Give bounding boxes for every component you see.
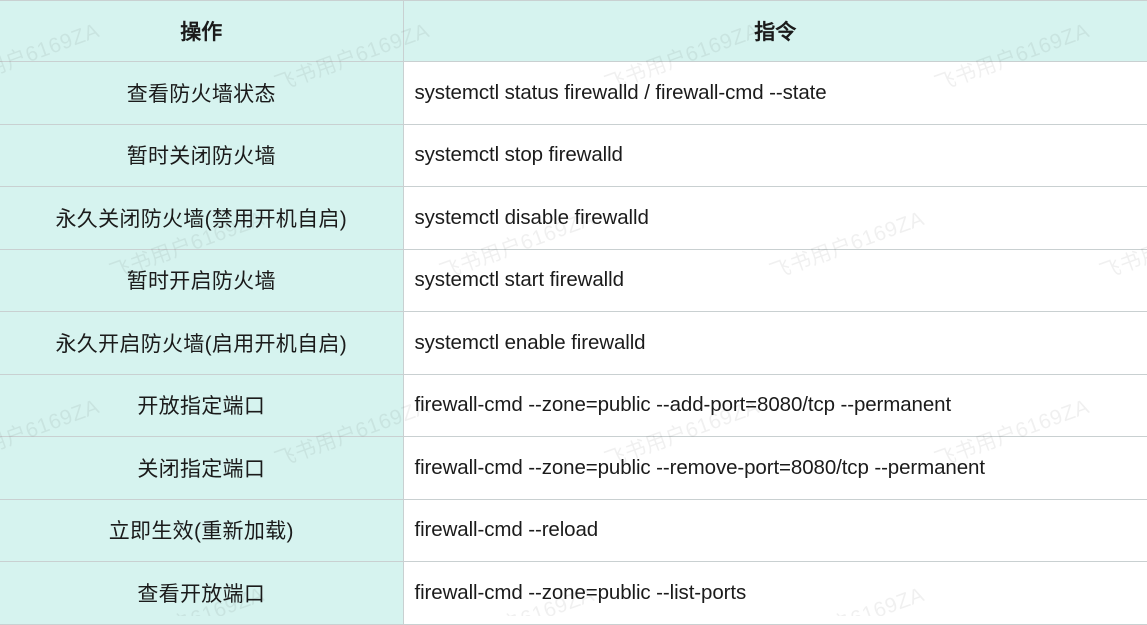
- table-row: 立即生效(重新加载)firewall-cmd --reload: [0, 499, 1147, 562]
- cell-operation: 关闭指定端口: [0, 436, 404, 500]
- cell-command: systemctl enable firewalld: [403, 311, 1147, 375]
- cell-command: firewall-cmd --zone=public --remove-port…: [403, 436, 1147, 500]
- column-header-command: 指令: [403, 0, 1147, 62]
- cell-operation: 立即生效(重新加载): [0, 499, 404, 562]
- cell-operation: 永久关闭防火墙(禁用开机自启): [0, 186, 404, 250]
- cell-command: systemctl stop firewalld: [403, 124, 1147, 187]
- table-header: 操作 指令: [0, 0, 1147, 62]
- cell-operation: 永久开启防火墙(启用开机自启): [0, 311, 404, 375]
- cell-command: systemctl start firewalld: [403, 249, 1147, 312]
- cell-operation: 开放指定端口: [0, 374, 404, 437]
- cell-command: firewall-cmd --zone=public --add-port=80…: [403, 374, 1147, 437]
- cell-operation: 查看防火墙状态: [0, 61, 404, 125]
- cell-operation: 暂时关闭防火墙: [0, 124, 404, 187]
- header-row: 操作 指令: [0, 0, 1147, 62]
- cell-operation: 暂时开启防火墙: [0, 249, 404, 312]
- table-row: 永久关闭防火墙(禁用开机自启)systemctl disable firewal…: [0, 186, 1147, 250]
- cell-operation: 查看开放端口: [0, 561, 404, 625]
- cell-command: firewall-cmd --zone=public --list-ports: [403, 561, 1147, 625]
- cell-command: systemctl disable firewalld: [403, 186, 1147, 250]
- cell-command: firewall-cmd --reload: [403, 499, 1147, 562]
- column-header-operation: 操作: [0, 0, 404, 62]
- cell-command: systemctl status firewalld / firewall-cm…: [403, 61, 1147, 125]
- table-row: 永久开启防火墙(启用开机自启)systemctl enable firewall…: [0, 311, 1147, 375]
